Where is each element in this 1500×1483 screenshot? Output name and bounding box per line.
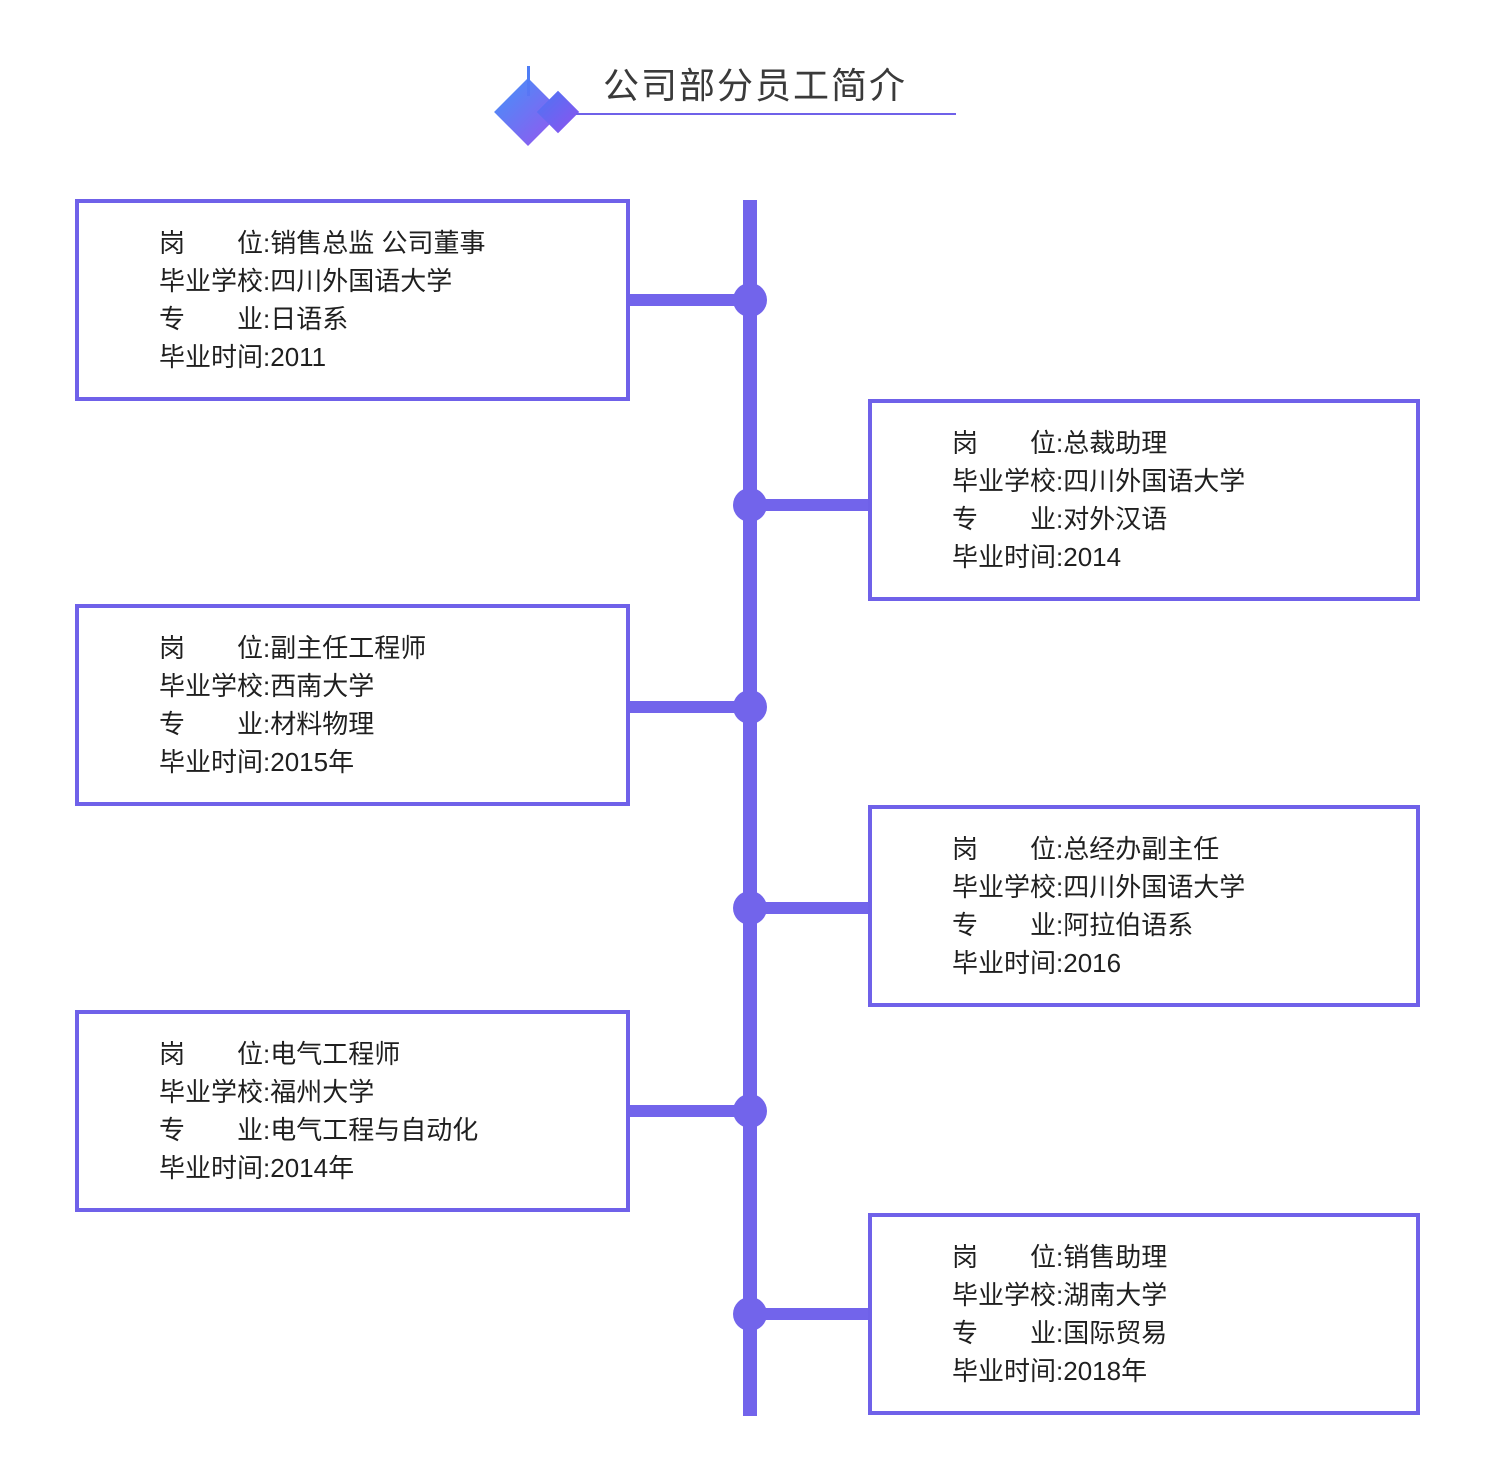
info-value: 材料物理 [270, 709, 375, 739]
info-line-position: 岗 位:电气工程师 [159, 1035, 478, 1073]
info-line-position: 岗 位:总经办副主任 [952, 830, 1245, 868]
info-value: 阿拉伯语系 [1063, 910, 1194, 940]
info-value: 电气工程与自动化 [270, 1115, 479, 1145]
info-line-school: 毕业学校:四川外国语大学 [952, 462, 1245, 500]
info-line-school: 毕业学校:湖南大学 [952, 1276, 1167, 1314]
info-line-grad-year: 毕业时间:2016 [952, 944, 1245, 982]
info-value: 2018年 [1063, 1356, 1148, 1386]
info-line-grad-year: 毕业时间:2011 [159, 338, 485, 376]
info-value: 日语系 [270, 304, 349, 334]
card-lines: 岗 位:销售总监 公司董事 毕业学校:四川外国语大学 专 业:日语系 毕业时间:… [79, 224, 485, 376]
info-label: 专 业: [952, 910, 1064, 940]
card-lines: 岗 位:总裁助理 毕业学校:四川外国语大学 专 业:对外汉语 毕业时间:2014 [872, 424, 1245, 576]
employee-card: 岗 位:副主任工程师 毕业学校:西南大学 专 业:材料物理 毕业时间:2015年 [75, 604, 630, 806]
info-value: 四川外国语大学 [1063, 466, 1246, 496]
info-line-school: 毕业学校:四川外国语大学 [159, 262, 485, 300]
info-label: 毕业时间: [159, 747, 271, 777]
card-lines: 岗 位:总经办副主任 毕业学校:四川外国语大学 专 业:阿拉伯语系 毕业时间:2… [872, 830, 1245, 982]
info-line-grad-year: 毕业时间:2014 [952, 538, 1245, 576]
connector-line [750, 499, 868, 511]
info-value: 湖南大学 [1063, 1280, 1168, 1310]
info-line-grad-year: 毕业时间:2014年 [159, 1149, 478, 1187]
info-label: 专 业: [159, 304, 271, 334]
connector-line [630, 701, 752, 713]
info-value: 福州大学 [270, 1077, 375, 1107]
info-label: 岗 位: [159, 228, 271, 258]
info-value: 副主任工程师 [270, 633, 427, 663]
info-value: 四川外国语大学 [270, 266, 453, 296]
info-label: 毕业学校: [159, 1077, 271, 1107]
info-value: 四川外国语大学 [1063, 872, 1246, 902]
employee-card: 岗 位:总裁助理 毕业学校:四川外国语大学 专 业:对外汉语 毕业时间:2014 [868, 399, 1420, 601]
info-value: 西南大学 [270, 671, 375, 701]
info-label: 岗 位: [952, 428, 1064, 458]
info-line-school: 毕业学校:西南大学 [159, 667, 426, 705]
info-value: 对外汉语 [1063, 504, 1168, 534]
info-value: 2014 [1063, 542, 1122, 572]
connector-line [750, 902, 868, 914]
card-lines: 岗 位:销售助理 毕业学校:湖南大学 专 业:国际贸易 毕业时间:2018年 [872, 1238, 1167, 1390]
connector-line [630, 294, 752, 306]
info-label: 岗 位: [159, 633, 271, 663]
info-value: 2014年 [270, 1153, 355, 1183]
info-line-school: 毕业学校:四川外国语大学 [952, 868, 1245, 906]
card-lines: 岗 位:副主任工程师 毕业学校:西南大学 专 业:材料物理 毕业时间:2015年 [79, 629, 426, 781]
info-label: 毕业学校: [159, 266, 271, 296]
info-label: 毕业时间: [159, 342, 271, 372]
info-value: 2011 [270, 342, 327, 372]
employee-card: 岗 位:销售总监 公司董事 毕业学校:四川外国语大学 专 业:日语系 毕业时间:… [75, 199, 630, 401]
info-line-major: 专 业:对外汉语 [952, 500, 1245, 538]
info-value: 2016 [1063, 948, 1122, 978]
info-label: 毕业学校: [159, 671, 271, 701]
info-label: 毕业时间: [952, 542, 1064, 572]
info-label: 岗 位: [952, 834, 1064, 864]
info-value: 总裁助理 [1063, 428, 1168, 458]
connector-line [750, 1308, 868, 1320]
info-value: 电气工程师 [270, 1039, 401, 1069]
employee-card: 岗 位:电气工程师 毕业学校:福州大学 专 业:电气工程与自动化 毕业时间:20… [75, 1010, 630, 1212]
info-label: 专 业: [159, 709, 271, 739]
info-label: 岗 位: [952, 1242, 1064, 1272]
info-value: 销售助理 [1063, 1242, 1168, 1272]
info-value: 总经办副主任 [1063, 834, 1220, 864]
info-label: 岗 位: [159, 1039, 271, 1069]
info-value: 国际贸易 [1063, 1318, 1168, 1348]
info-line-major: 专 业:国际贸易 [952, 1314, 1167, 1352]
info-line-major: 专 业:电气工程与自动化 [159, 1111, 478, 1149]
info-line-position: 岗 位:销售助理 [952, 1238, 1167, 1276]
info-label: 专 业: [952, 1318, 1064, 1348]
info-label: 毕业时间: [952, 1356, 1064, 1386]
title-underline [576, 113, 956, 115]
page-title: 公司部分员工简介 [603, 65, 908, 106]
info-line-school: 毕业学校:福州大学 [159, 1073, 478, 1111]
info-line-position: 岗 位:总裁助理 [952, 424, 1245, 462]
connector-line [630, 1105, 752, 1117]
timeline-trunk [743, 200, 757, 1416]
info-label: 毕业时间: [952, 948, 1064, 978]
info-value: 销售总监 公司董事 [270, 228, 486, 258]
info-label: 毕业学校: [952, 1280, 1064, 1310]
employee-card: 岗 位:销售助理 毕业学校:湖南大学 专 业:国际贸易 毕业时间:2018年 [868, 1213, 1420, 1415]
info-line-major: 专 业:材料物理 [159, 705, 426, 743]
info-line-position: 岗 位:销售总监 公司董事 [159, 224, 485, 262]
info-line-grad-year: 毕业时间:2015年 [159, 743, 426, 781]
employee-card: 岗 位:总经办副主任 毕业学校:四川外国语大学 专 业:阿拉伯语系 毕业时间:2… [868, 805, 1420, 1007]
info-label: 专 业: [952, 504, 1064, 534]
info-line-grad-year: 毕业时间:2018年 [952, 1352, 1167, 1390]
info-line-position: 岗 位:副主任工程师 [159, 629, 426, 667]
info-label: 毕业时间: [159, 1153, 271, 1183]
card-lines: 岗 位:电气工程师 毕业学校:福州大学 专 业:电气工程与自动化 毕业时间:20… [79, 1035, 478, 1187]
info-label: 专 业: [159, 1115, 271, 1145]
info-line-major: 专 业:日语系 [159, 300, 485, 338]
info-value: 2015年 [270, 747, 355, 777]
info-label: 毕业学校: [952, 872, 1064, 902]
info-line-major: 专 业:阿拉伯语系 [952, 906, 1245, 944]
info-label: 毕业学校: [952, 466, 1064, 496]
